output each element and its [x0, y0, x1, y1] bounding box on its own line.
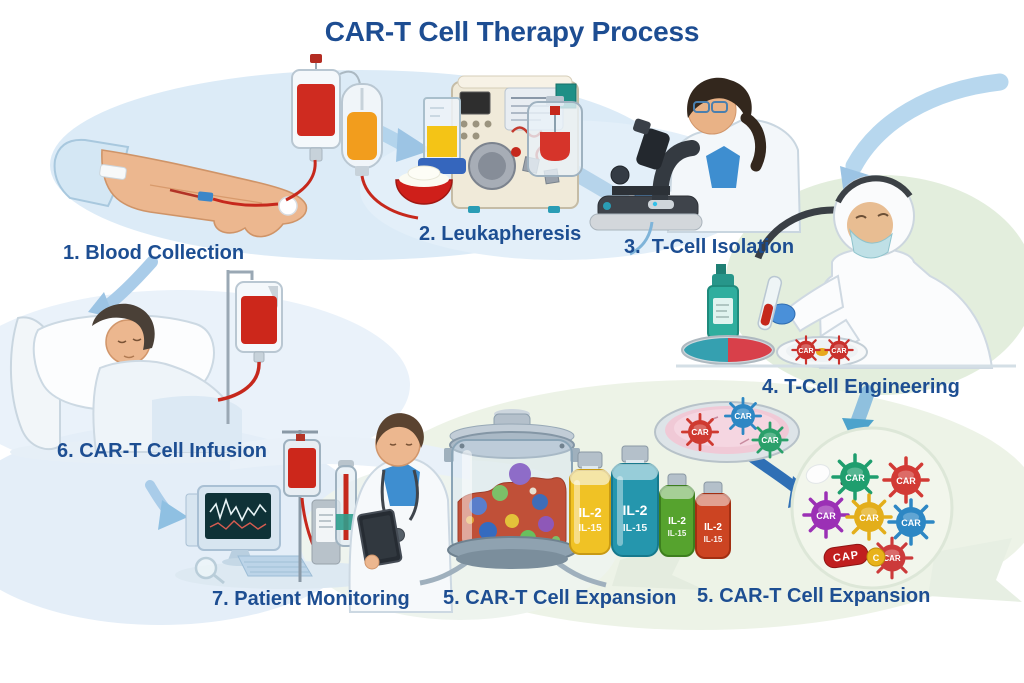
infusion-iv-stand [217, 270, 283, 424]
car-label: CAR [761, 436, 779, 445]
face-mask [849, 228, 893, 259]
cap-blob: CAP [823, 543, 869, 569]
c-label: C [873, 553, 880, 563]
gauze-ball [278, 196, 298, 216]
step-label-blood-collection: 1. Blood Collection [63, 242, 245, 264]
il2-label: IL-2 [623, 502, 648, 518]
vitals-monitor [185, 485, 313, 585]
cell-plate: CAR CAR [776, 335, 868, 368]
il2-label: IL-2 [704, 522, 722, 533]
machine-screen [459, 91, 491, 115]
magnifier [194, 556, 218, 580]
car-label: CAR [798, 348, 813, 355]
il15-label: IL-15 [704, 535, 723, 544]
flow-arrows [88, 73, 1009, 530]
patient-head [92, 303, 155, 365]
car-label: CAR [859, 513, 879, 523]
yellow-blob [866, 547, 886, 567]
microscope [589, 118, 703, 256]
car-label: CAR [883, 554, 901, 563]
scene-leukapheresis [395, 75, 583, 213]
scientist [634, 77, 802, 233]
step-label-leukapheresis: 2. Leukapheresis [419, 223, 582, 245]
ponytail [740, 112, 767, 172]
il15-label: IL-15 [623, 522, 648, 534]
separation-chamber [527, 96, 583, 177]
two-color-petri-dish [681, 335, 775, 365]
page-title: CAR-T Cell Therapy Process [324, 16, 700, 47]
car-label: CAR [831, 348, 846, 355]
scene-monitoring [175, 413, 454, 613]
il2-label: IL-2 [578, 505, 601, 520]
car-label: CAR [845, 473, 865, 483]
il15-label: IL-15 [668, 529, 687, 538]
doctor [348, 413, 454, 613]
scene-expansion-bioreactor: IL-2 IL-15 IL-2 IL-15 IL-2 IL-15 IL-2 IL… [419, 409, 731, 588]
plasma-bottle [341, 83, 419, 220]
il2-label: IL-2 [668, 516, 686, 527]
car-label: CAR [691, 428, 709, 437]
il15-label: IL-15 [578, 523, 602, 534]
scene-tcell-engineering: CAR CAR [676, 175, 1016, 369]
test-tube [757, 275, 783, 331]
reagent-bottle [707, 264, 739, 339]
iv-connector [197, 191, 214, 202]
cell-bowl [395, 165, 453, 205]
hood-band [835, 175, 913, 204]
car-label: CAR [896, 476, 916, 486]
pink-petri-dish: CAR CAR CAR [654, 396, 800, 463]
keyboard [237, 555, 313, 577]
il2-bottle-red: IL-2 IL-15 [695, 481, 731, 559]
bioreactor [419, 409, 607, 588]
patient-arm [53, 138, 308, 238]
blood-bag [285, 54, 361, 202]
car-label: CAR [816, 511, 836, 521]
step-label-tcell-isolation: 3. T-Cell Isolation [624, 236, 795, 258]
step-label-monitoring: 7. Patient Monitoring [212, 588, 410, 610]
step-label-expansion-bioreactor: 5. CAR-T Cell Expansion [443, 587, 677, 609]
arm-bandage [99, 164, 127, 180]
monitor-screen [205, 493, 271, 539]
car-label: CAR [901, 518, 921, 528]
il2-bottle-teal: IL-2 IL-15 [611, 445, 659, 557]
step-label-tcell-engineering: 4. T-Cell Engineering [762, 376, 960, 398]
step-label-expansion-cells: 5. CAR-T Cell Expansion [697, 585, 931, 607]
scene-blood-collection [53, 54, 419, 238]
step-label-infusion: 6. CAR-T Cell Infusion [57, 440, 267, 462]
il2-bottle-green: IL-2 IL-15 [659, 473, 695, 557]
cap-label: CAP [832, 549, 860, 565]
blanket [152, 395, 242, 452]
car-t-cell-cluster: CAR CAR CAR CAR CAR CAR CAP C [790, 426, 954, 590]
plasma-beaker [418, 97, 466, 174]
car-label: CAR [734, 412, 752, 421]
scene-expansion-cells: CAR CAR CAR CAR CAR CAR CAR CAR CAR CAP [654, 396, 954, 590]
scene-infusion [9, 270, 283, 464]
scene-tcell-isolation [589, 77, 802, 256]
il2-bottle-yellow: IL-2 IL-15 [569, 451, 611, 555]
glasses [693, 101, 710, 113]
arrow-step6-to-step7 [145, 480, 188, 530]
